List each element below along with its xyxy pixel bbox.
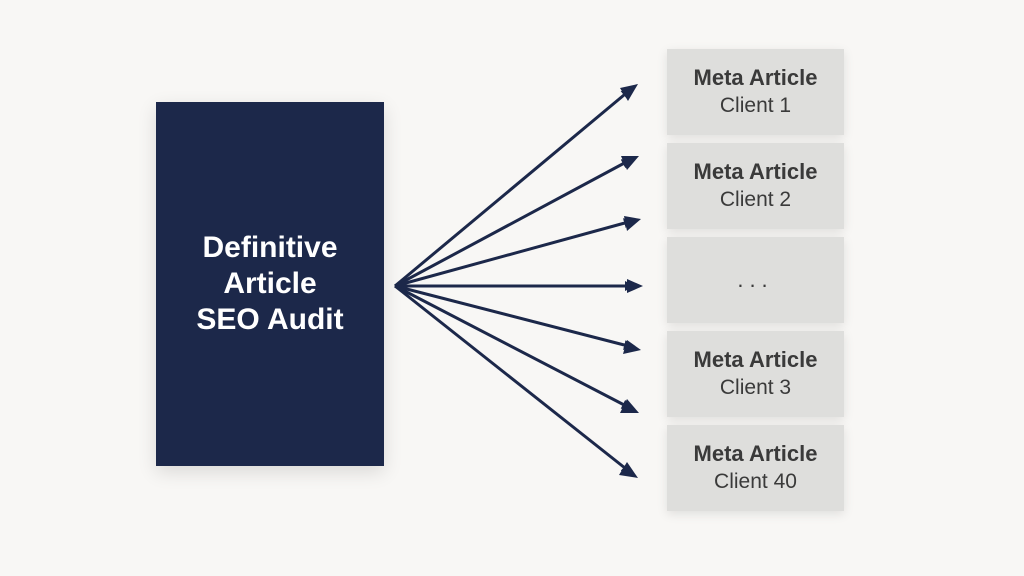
target-title: Meta Article	[693, 347, 818, 372]
source-line-1: Definitive	[202, 231, 338, 264]
target-subtitle: Client 3	[719, 376, 792, 399]
arrowhead-7	[619, 462, 638, 478]
ellipsis-text: ...	[737, 267, 774, 292]
target-title: Meta Article	[693, 65, 818, 90]
arrowhead-3	[624, 216, 641, 231]
target-box-client-2: Meta Article Client 2	[667, 143, 844, 229]
target-title: Meta Article	[693, 159, 818, 184]
arrowhead-5	[623, 340, 641, 354]
arrow-5	[394, 284, 634, 350]
arrow-1	[394, 88, 632, 288]
target-box-ellipsis: ...	[667, 237, 844, 323]
arrow-7	[394, 284, 632, 474]
arrow-3	[394, 218, 634, 288]
arrowhead-6	[620, 399, 639, 413]
source-line-2: Article	[223, 267, 317, 300]
target-box-client-1: Meta Article Client 1	[667, 49, 844, 135]
source-line-3: SEO Audit	[196, 303, 344, 336]
target-subtitle: Client 1	[719, 94, 792, 117]
target-title: Meta Article	[693, 441, 818, 466]
arrow-6	[394, 284, 632, 410]
target-box-client-40: Meta Article Client 40	[667, 425, 844, 511]
arrow-2	[394, 158, 632, 288]
arrowhead-2	[621, 156, 639, 170]
arrowhead-4	[627, 279, 643, 293]
target-subtitle: Client 40	[714, 470, 797, 493]
arrowhead-1	[620, 84, 638, 101]
definitive-article-box: Definitive Article SEO Audit	[156, 102, 384, 466]
target-box-client-3: Meta Article Client 3	[667, 331, 844, 417]
target-subtitle: Client 2	[719, 188, 792, 211]
